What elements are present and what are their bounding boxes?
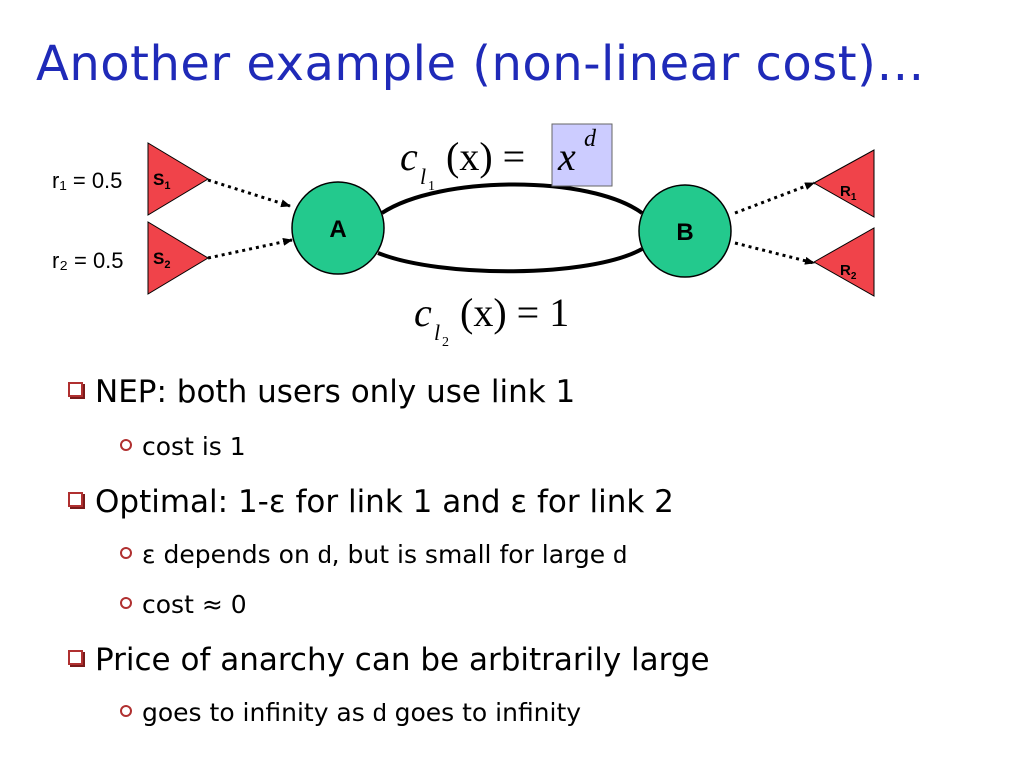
square-bullet-icon	[68, 382, 83, 397]
cost-function-2: c l 2 (x) = 1	[414, 290, 569, 355]
receiver-1-triangle	[812, 149, 875, 218]
circle-bullet-icon	[120, 705, 132, 717]
square-bullet-icon	[68, 650, 83, 665]
source-1-triangle	[147, 142, 209, 216]
circle-bullet-icon	[120, 547, 132, 559]
circle-bullet-icon	[120, 597, 132, 609]
sub-bullet-epsilon: ε depends on d, but is small for large d	[120, 540, 627, 570]
node-a-label: A	[329, 216, 346, 243]
rate-1-label: r₁ = 0.5	[52, 168, 122, 193]
node-b-circle	[638, 184, 732, 278]
source-1-label: S1	[153, 170, 170, 192]
arrow-b-to-r1	[734, 181, 815, 215]
bullet-nep: NEP: both users only use link 1	[68, 374, 575, 410]
source-2-label: S2	[153, 249, 170, 271]
link-2-curve	[377, 247, 643, 274]
bullet-optimal: Optimal: 1-ε for link 1 and ε for link 2	[68, 484, 674, 520]
node-a-circle	[291, 181, 385, 275]
receiver-1-label: R1	[840, 183, 857, 203]
square-bullet-icon	[68, 492, 83, 507]
arrow-b-to-r2	[734, 241, 815, 265]
arrow-s2-to-a	[207, 237, 293, 260]
slide-title: Another example (non-linear cost)…	[36, 36, 925, 92]
link-1-curve	[380, 182, 644, 215]
cost-function-1: c l 1 (x) = x d	[400, 126, 597, 199]
arrow-s1-to-a	[207, 178, 291, 208]
circle-bullet-icon	[120, 439, 132, 451]
receiver-2-triangle	[812, 227, 875, 297]
source-2-triangle	[147, 221, 209, 295]
sub-bullet-cost-1: cost is 1	[120, 432, 246, 461]
bullet-price-of-anarchy: Price of anarchy can be arbitrarily larg…	[68, 642, 710, 678]
sub-bullet-infinity: goes to infinity as d goes to infinity	[120, 698, 581, 728]
rate-2-label: r₂ = 0.5	[52, 248, 124, 273]
node-b-label: B	[676, 219, 693, 246]
cost-exponent-highlight	[551, 123, 613, 187]
sub-bullet-cost-0: cost ≈ 0	[120, 590, 247, 619]
network-diagram: A B r₁ = 0.5 r₂ = 0.5 S1 S2 R1 R2 c l 1 …	[52, 123, 875, 355]
receiver-2-label: R2	[840, 262, 857, 282]
